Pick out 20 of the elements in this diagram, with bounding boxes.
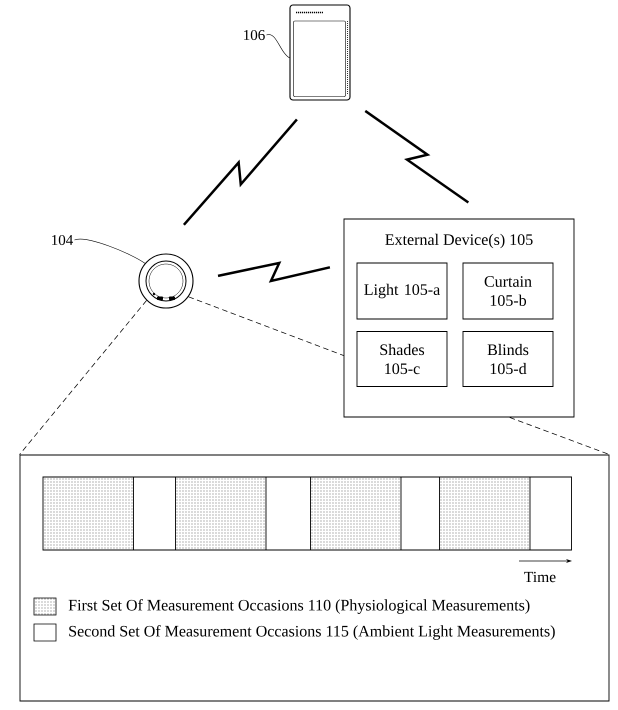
device-box: Shades 105-c [356, 331, 448, 387]
dashed-line [509, 417, 610, 455]
axis-label: Time [524, 572, 556, 582]
reference-number: 104 [52, 234, 73, 246]
detail-panel [20, 454, 610, 702]
lightning-bolt [364, 110, 470, 204]
dashed-line [19, 300, 147, 455]
device-box: Blinds 105-d [462, 331, 554, 387]
phone-picture [289, 4, 351, 101]
lightning-bolt [218, 261, 330, 283]
lightning-bolt [182, 118, 298, 226]
legend-text: First Set Of Measurement Occasions 110 (Physiological Measurements) [68, 599, 530, 614]
device-box: Light 105-a [356, 262, 448, 320]
legend-text: Second Set Of Measurement Occasions 115 (Ambient Light Measurements) [69, 625, 555, 640]
leader-line [266, 34, 290, 58]
device-box: Curtain 105-b [462, 262, 554, 320]
ring-picture [138, 253, 194, 309]
dashed-line [188, 296, 344, 356]
leader-line [74, 238, 146, 264]
reference-number: 106 [244, 30, 265, 40]
